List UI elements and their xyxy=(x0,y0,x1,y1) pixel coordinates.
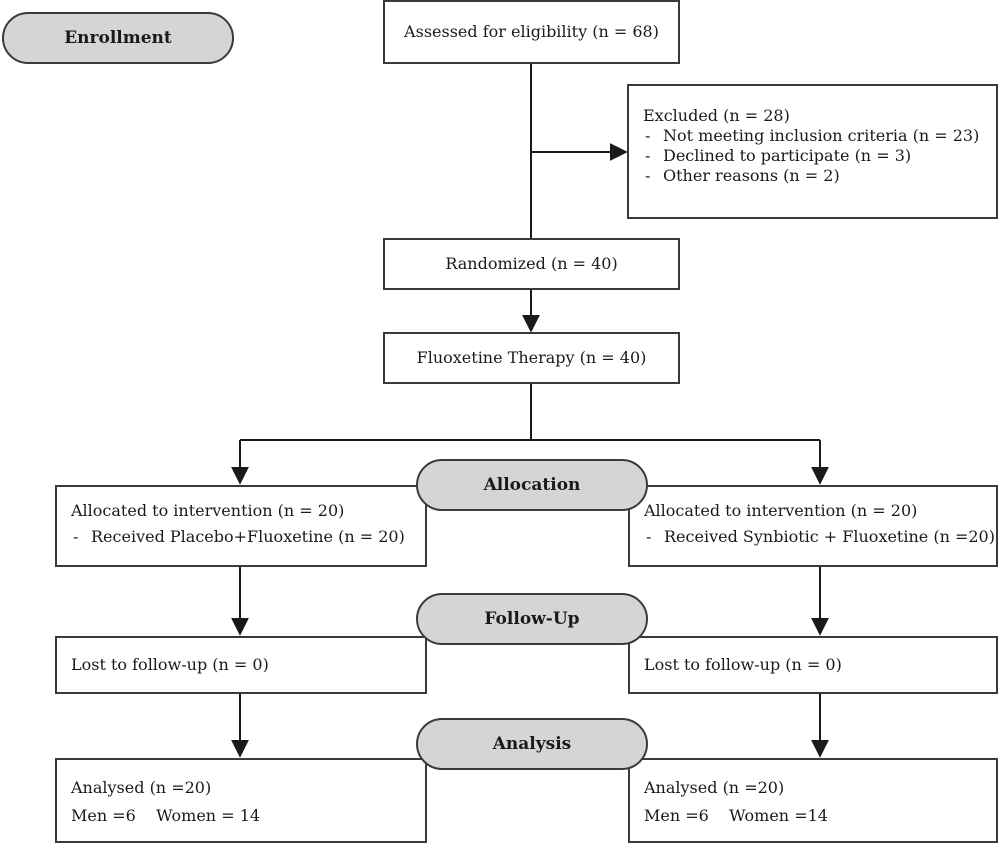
left-allocated-box: Allocated to intervention (n = 20) -Rece… xyxy=(55,485,427,567)
right-analysed-text: Analysed (n =20) xyxy=(644,778,785,797)
bullet-mark: - xyxy=(73,527,79,546)
left-analysed-text: Analysed (n =20) xyxy=(71,778,212,797)
left-lost-box: Lost to follow-up (n = 0) xyxy=(55,636,427,694)
excluded-reason-text: Declined to participate (n = 3) xyxy=(663,146,912,165)
right-received-text: Received Synbiotic + Fluoxetine (n =20) xyxy=(664,527,995,546)
stage-allocation-label: Allocation xyxy=(483,475,581,495)
left-sex-text: Men =6 Women = 14 xyxy=(71,806,261,825)
right-allocated-text: Allocated to intervention (n = 20) xyxy=(644,501,918,520)
assessed-text: Assessed for eligibility (n = 68) xyxy=(404,22,659,41)
therapy-box: Fluoxetine Therapy (n = 40) xyxy=(383,332,680,384)
bullet-mark: - xyxy=(646,527,652,546)
stage-followup: Follow-Up xyxy=(416,593,648,645)
excluded-reason-1: -Not meeting inclusion criteria (n = 23) xyxy=(643,126,982,146)
left-analysed-box: Analysed (n =20) Men =6 Women = 14 xyxy=(55,758,427,843)
randomized-text: Randomized (n = 40) xyxy=(445,254,618,273)
right-received-item: -Received Synbiotic + Fluoxetine (n =20) xyxy=(644,527,995,547)
bullet-mark: - xyxy=(645,166,651,185)
left-allocated-text: Allocated to intervention (n = 20) xyxy=(71,501,345,520)
right-analysed-box: Analysed (n =20) Men =6 Women =14 xyxy=(628,758,998,843)
right-sex-text: Men =6 Women =14 xyxy=(644,806,828,825)
right-lost-text: Lost to follow-up (n = 0) xyxy=(644,655,842,674)
left-received-item: -Received Placebo+Fluoxetine (n = 20) xyxy=(71,527,411,547)
left-lost-text: Lost to follow-up (n = 0) xyxy=(71,655,269,674)
bullet-mark: - xyxy=(645,146,651,165)
left-received-text: Received Placebo+Fluoxetine (n = 20) xyxy=(91,527,405,546)
excluded-reason-text: Not meeting inclusion criteria (n = 23) xyxy=(663,126,980,145)
stage-followup-label: Follow-Up xyxy=(484,609,580,629)
stage-analysis: Analysis xyxy=(416,718,648,770)
right-lost-box: Lost to follow-up (n = 0) xyxy=(628,636,998,694)
therapy-text: Fluoxetine Therapy (n = 40) xyxy=(416,348,647,367)
bullet-mark: - xyxy=(645,126,651,145)
excluded-reason-2: -Declined to participate (n = 3) xyxy=(643,146,982,166)
excluded-reason-3: -Other reasons (n = 2) xyxy=(643,166,982,186)
excluded-reason-text: Other reasons (n = 2) xyxy=(663,166,840,185)
stage-enrollment: Enrollment xyxy=(2,12,234,64)
randomized-box: Randomized (n = 40) xyxy=(383,238,680,290)
stage-enrollment-label: Enrollment xyxy=(64,28,172,48)
stage-analysis-label: Analysis xyxy=(492,734,572,754)
right-allocated-box: Allocated to intervention (n = 20) -Rece… xyxy=(628,485,998,567)
excluded-box: Excluded (n = 28) -Not meeting inclusion… xyxy=(627,84,998,219)
excluded-title: Excluded (n = 28) xyxy=(643,106,790,125)
assessed-box: Assessed for eligibility (n = 68) xyxy=(383,0,680,64)
stage-allocation: Allocation xyxy=(416,459,648,511)
